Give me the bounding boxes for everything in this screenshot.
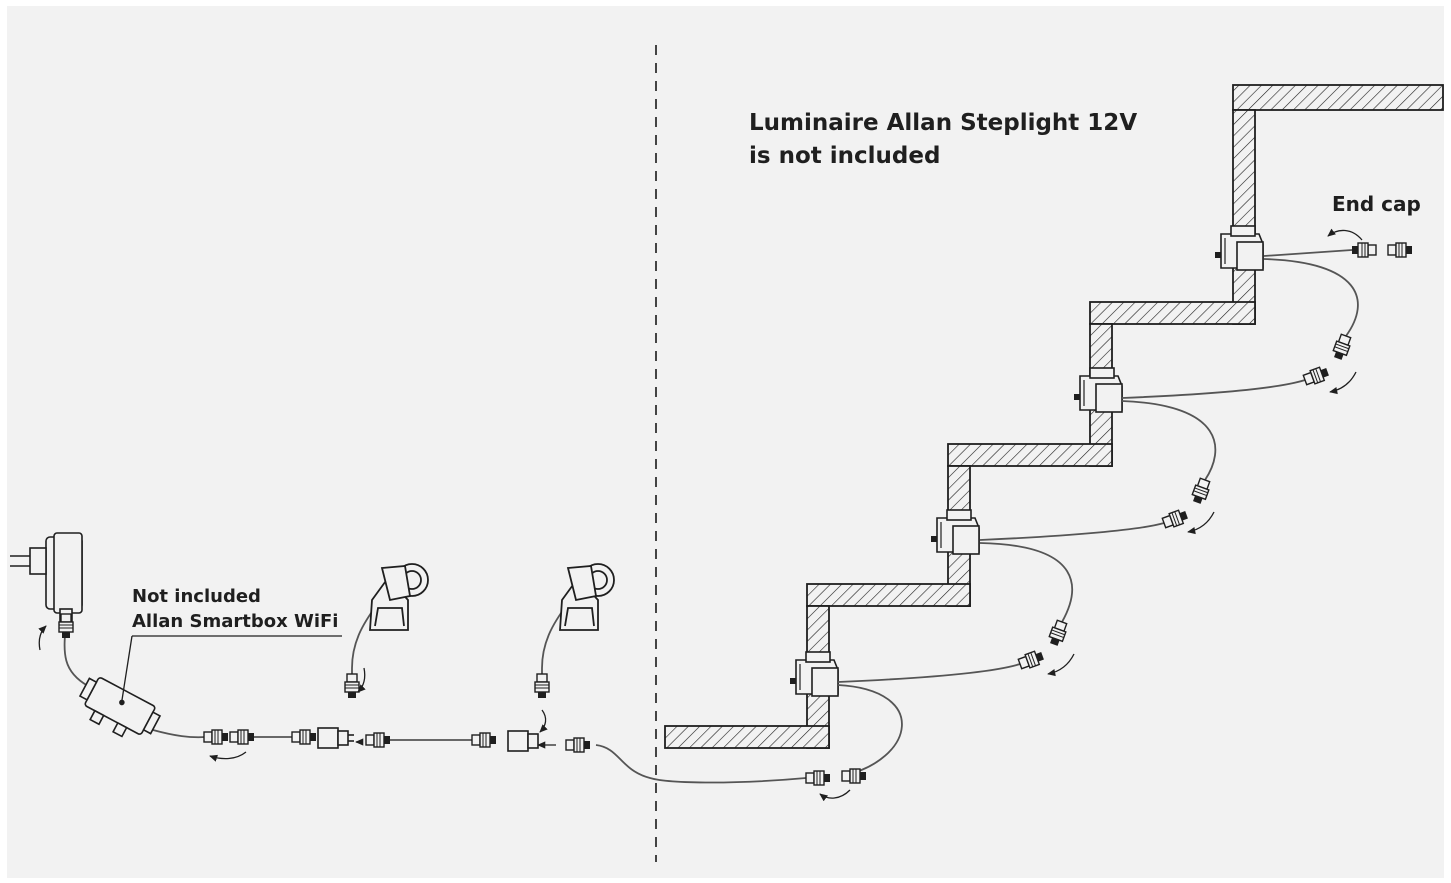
spotlight-icon (369, 563, 429, 631)
label-leader-line (121, 635, 133, 701)
spotlight-icon (559, 563, 615, 631)
main-chain (10, 532, 615, 752)
assembly-arrows (38, 228, 1363, 802)
smartbox-icon (78, 677, 162, 738)
luminaire-note: Luminaire Allan Steplight 12V is not inc… (749, 107, 1137, 173)
splitter-icon (507, 730, 539, 752)
luminaire-note-line1: Luminaire Allan Steplight 12V (749, 110, 1138, 136)
smartbox-note-line1: Not included (132, 586, 261, 607)
smartbox-note: Not included Allan Smartbox WiFi (132, 584, 338, 634)
floor-slab (664, 725, 830, 749)
end-cap-label: End cap (1332, 192, 1421, 216)
luminaire-note-line2: is not included (749, 143, 941, 169)
smartbox-note-line2: Allan Smartbox WiFi (132, 611, 339, 632)
splitter-icon (317, 727, 354, 749)
top-slab (1232, 84, 1444, 111)
cables (63, 249, 1359, 784)
